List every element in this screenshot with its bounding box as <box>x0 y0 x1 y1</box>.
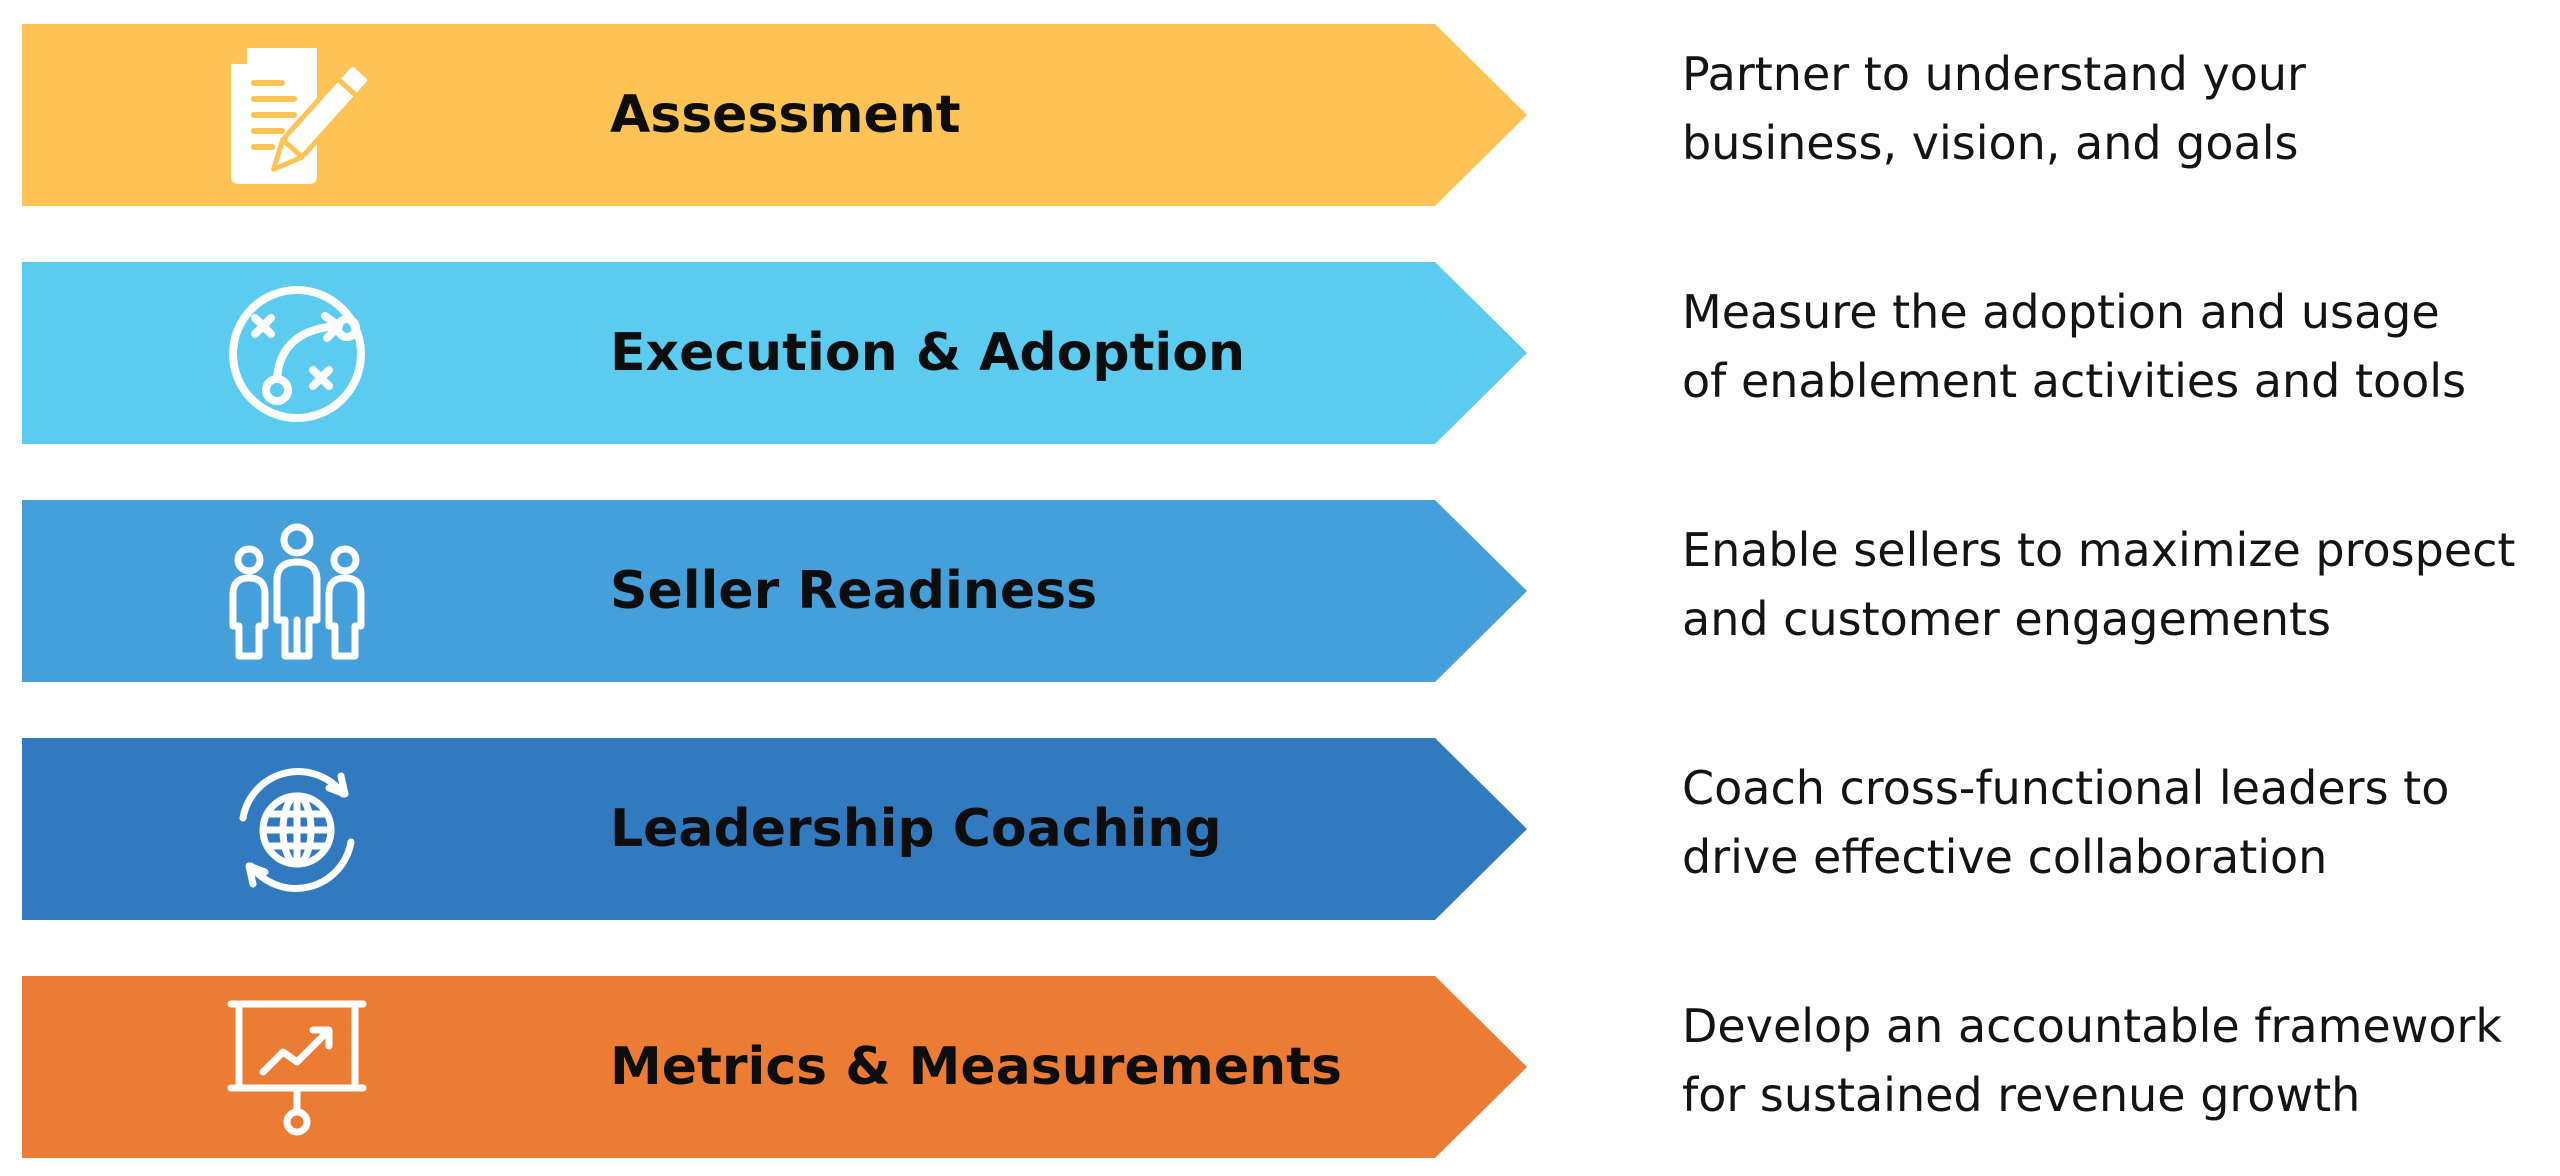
presentation-chart-icon <box>225 996 370 1141</box>
description-line: Measure the adoption and usage <box>1682 285 2440 339</box>
description-line: Enable sellers to maximize prospect <box>1682 523 2516 577</box>
stage-arrow-banner <box>22 500 1527 682</box>
stage-label: Seller Readiness <box>610 561 1098 621</box>
description-line: drive effective collaboration <box>1682 830 2328 884</box>
stage-row-leadership-coaching: Leadership Coaching Coach cross-function… <box>0 738 2560 920</box>
description-line: Develop an accountable framework <box>1682 999 2503 1053</box>
stage-row-seller-readiness: Seller Readiness Enable sellers to maxim… <box>0 500 2560 682</box>
description-line: business, vision, and goals <box>1682 116 2299 170</box>
stage-row-metrics-measurements: Metrics & Measurements Develop an accoun… <box>0 976 2560 1158</box>
stage-description: Enable sellers to maximize prospect and … <box>1682 516 2552 654</box>
stage-label: Assessment <box>610 85 961 145</box>
description-line: Coach cross-functional leaders to <box>1682 761 2450 815</box>
document-pencil-icon <box>225 44 370 189</box>
stage-label: Execution & Adoption <box>610 323 1245 383</box>
stage-label: Leadership Coaching <box>610 799 1222 859</box>
description-line: Partner to understand your <box>1682 47 2306 101</box>
team-people-icon <box>225 520 370 665</box>
stage-description: Partner to understand your business, vis… <box>1682 40 2552 178</box>
stage-description: Develop an accountable framework for sus… <box>1682 992 2552 1130</box>
description-line: for sustained revenue growth <box>1682 1068 2361 1122</box>
description-line: and customer engagements <box>1682 592 2332 646</box>
stage-description: Coach cross-functional leaders to drive … <box>1682 754 2552 892</box>
strategy-play-icon <box>225 282 370 427</box>
globe-cycle-icon <box>225 758 370 903</box>
stage-description: Measure the adoption and usage of enable… <box>1682 278 2552 416</box>
stage-row-execution-adoption: Execution & Adoption Measure the adoptio… <box>0 262 2560 444</box>
stage-label: Metrics & Measurements <box>610 1037 1342 1097</box>
stage-row-assessment: Assessment Partner to understand your bu… <box>0 24 2560 206</box>
description-line: of enablement activities and tools <box>1682 354 2467 408</box>
